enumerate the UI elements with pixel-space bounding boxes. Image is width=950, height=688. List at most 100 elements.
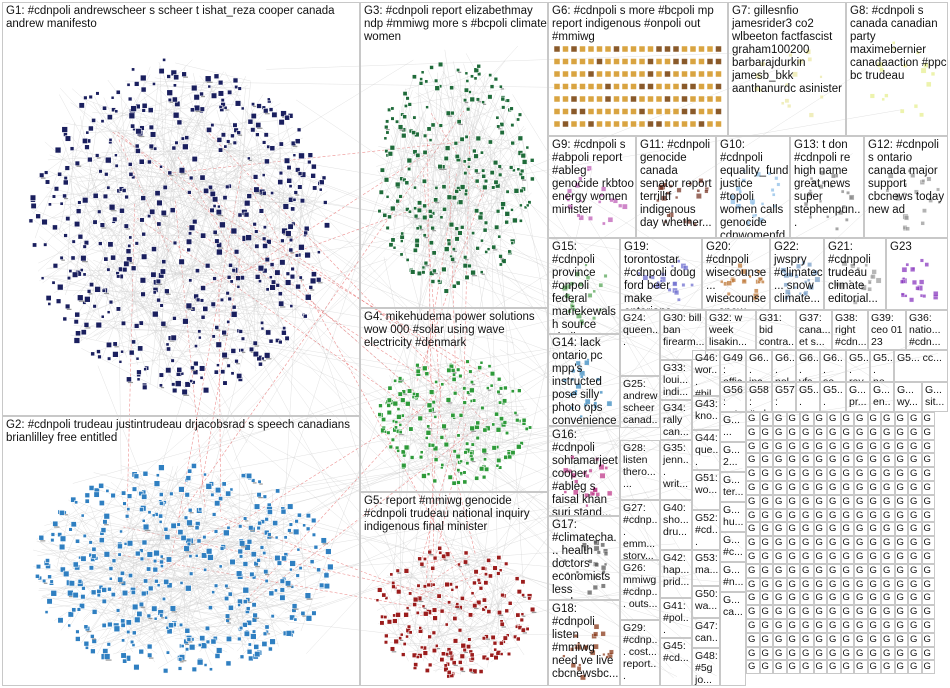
node-avatar[interactable] [292, 153, 297, 158]
node-avatar[interactable] [192, 218, 198, 225]
node-avatar[interactable] [53, 186, 60, 192]
node-avatar[interactable] [266, 239, 272, 245]
node-avatar[interactable] [63, 233, 68, 238]
node-avatar[interactable] [321, 175, 327, 181]
node-avatar[interactable] [120, 320, 127, 326]
node-avatar[interactable] [316, 250, 321, 255]
node-avatar[interactable] [185, 238, 193, 245]
node-avatar[interactable] [198, 335, 202, 340]
node-avatar[interactable] [128, 171, 134, 177]
node-avatar[interactable] [191, 463, 197, 469]
node-avatar[interactable] [115, 306, 121, 312]
node-avatar[interactable] [92, 304, 97, 309]
node-avatar[interactable] [230, 348, 237, 354]
node-avatar[interactable] [254, 274, 261, 280]
node-avatar[interactable] [85, 130, 90, 135]
node-avatar[interactable] [147, 510, 152, 515]
node-avatar[interactable] [82, 137, 88, 144]
node-avatar[interactable] [229, 279, 234, 284]
node-avatar[interactable] [184, 381, 191, 388]
node-avatar[interactable] [268, 107, 274, 112]
node-avatar[interactable] [154, 190, 161, 197]
node-avatar[interactable] [179, 581, 184, 585]
node-avatar[interactable] [172, 111, 180, 119]
node-avatar[interactable] [297, 184, 303, 190]
node-avatar[interactable] [188, 571, 194, 576]
node-avatar[interactable] [91, 118, 96, 123]
node-avatar[interactable] [54, 146, 62, 154]
node-avatar[interactable] [250, 127, 256, 133]
node-avatar[interactable] [261, 190, 267, 196]
node-avatar[interactable] [171, 96, 178, 103]
node-avatar[interactable] [200, 314, 206, 320]
node-avatar[interactable] [74, 221, 81, 228]
node-avatar[interactable] [96, 349, 101, 354]
node-avatar[interactable] [305, 526, 311, 532]
node-avatar[interactable] [74, 311, 81, 318]
node-avatar[interactable] [189, 379, 194, 383]
node-avatar[interactable] [171, 145, 177, 151]
node-avatar[interactable] [110, 254, 116, 261]
node-avatar[interactable] [139, 277, 147, 284]
node-avatar[interactable] [140, 74, 147, 82]
node-avatar[interactable] [284, 114, 290, 121]
node-avatar[interactable] [270, 191, 275, 195]
node-avatar[interactable] [71, 271, 79, 278]
node-avatar[interactable] [325, 548, 332, 555]
node-avatar[interactable] [182, 318, 189, 325]
node-avatar[interactable] [220, 98, 225, 103]
node-avatar[interactable] [62, 316, 68, 322]
node-avatar[interactable] [311, 163, 317, 170]
node-avatar[interactable] [105, 341, 112, 348]
node-avatar[interactable] [296, 547, 301, 552]
node-avatar[interactable] [138, 158, 145, 165]
node-avatar[interactable] [199, 298, 205, 303]
node-avatar[interactable] [32, 242, 38, 248]
node-avatar[interactable] [188, 224, 196, 231]
node-avatar[interactable] [75, 636, 81, 642]
node-avatar[interactable] [262, 243, 268, 249]
node-avatar[interactable] [251, 102, 256, 107]
node-avatar[interactable] [134, 143, 140, 149]
node-avatar[interactable] [170, 358, 175, 363]
node-avatar[interactable] [218, 564, 223, 569]
node-avatar[interactable] [69, 146, 75, 151]
node-avatar[interactable] [292, 197, 297, 202]
node-avatar[interactable] [90, 351, 96, 357]
node-avatar[interactable] [105, 156, 112, 164]
node-avatar[interactable] [142, 384, 148, 390]
node-avatar[interactable] [303, 313, 308, 319]
node-avatar[interactable] [176, 119, 183, 126]
node-avatar[interactable] [119, 529, 123, 534]
node-avatar[interactable] [52, 263, 59, 269]
node-avatar[interactable] [290, 266, 295, 272]
node-avatar[interactable] [260, 326, 265, 331]
node-avatar[interactable] [258, 208, 265, 214]
node-avatar[interactable] [253, 644, 260, 650]
node-avatar[interactable] [55, 298, 62, 304]
node-avatar[interactable] [91, 609, 98, 615]
node-avatar[interactable] [213, 369, 219, 375]
node-avatar[interactable] [59, 566, 66, 573]
node-avatar[interactable] [295, 283, 301, 290]
node-avatar[interactable] [97, 354, 102, 360]
node-avatar[interactable] [166, 74, 171, 79]
node-avatar[interactable] [227, 296, 232, 302]
node-avatar[interactable] [193, 360, 199, 367]
node-avatar[interactable] [307, 159, 312, 165]
node-avatar[interactable] [226, 319, 231, 324]
node-avatar[interactable] [268, 646, 273, 652]
node-avatar[interactable] [135, 148, 141, 154]
node-avatar[interactable] [280, 508, 287, 515]
node-avatar[interactable] [263, 352, 271, 359]
node-avatar[interactable] [97, 209, 102, 214]
node-avatar[interactable] [284, 279, 292, 286]
node-avatar[interactable] [110, 95, 115, 100]
node-avatar[interactable] [222, 380, 228, 386]
node-avatar[interactable] [275, 283, 280, 288]
node-avatar[interactable] [135, 356, 140, 361]
node-avatar[interactable] [106, 267, 111, 272]
node-avatar[interactable] [172, 240, 178, 246]
node-avatar[interactable] [207, 84, 212, 89]
node-avatar[interactable] [141, 231, 146, 237]
